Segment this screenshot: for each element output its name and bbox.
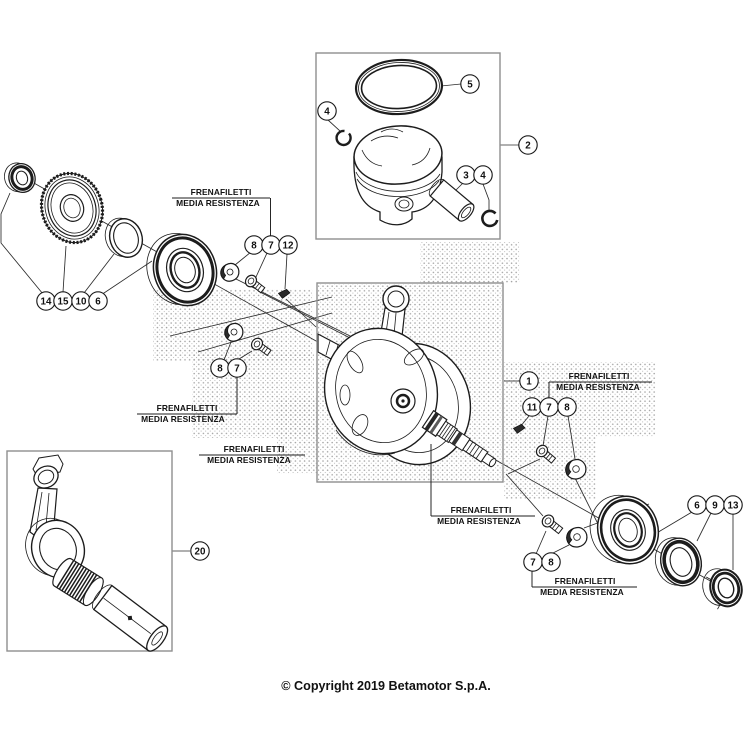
threadlocker-note: FRENAFILETTI MEDIA RESISTENZA xyxy=(137,377,238,424)
crankshaft-frame xyxy=(316,282,504,483)
callout-number: 13 xyxy=(728,500,739,511)
callout-number: 9 xyxy=(712,500,718,511)
bolt-drawing xyxy=(250,337,272,357)
threadlocker-note: FRENAFILETTI MEDIA RESISTENZA xyxy=(531,571,637,597)
note-line2: MEDIA RESISTENZA xyxy=(176,198,260,208)
callout-number: 7 xyxy=(546,402,552,413)
nut-drawing xyxy=(702,568,743,610)
callout-crankshaft: 1 xyxy=(519,371,539,391)
callout-main-bearing-right: 6 xyxy=(687,495,707,515)
callout-number: 2 xyxy=(525,140,531,151)
callout-number: 5 xyxy=(467,79,473,90)
callout-conrod-kit: 20 xyxy=(190,541,210,561)
piston-kit-group xyxy=(315,52,501,240)
note-line1: FRENAFILETTI xyxy=(451,505,512,515)
piston-drawing xyxy=(353,125,443,226)
spacer-washer-drawing xyxy=(104,217,144,258)
piston-kit-frame xyxy=(315,52,501,240)
threadlocker-note: FRENAFILETTI MEDIA RESISTENZA xyxy=(548,371,652,398)
bolt-drawing xyxy=(541,514,564,535)
note-line1: FRENAFILETTI xyxy=(569,371,630,381)
threadlocker-note: FRENAFILETTI MEDIA RESISTENZA xyxy=(172,187,271,236)
callout-piston-ring: 5 xyxy=(460,74,480,94)
lock-washer-drawing xyxy=(224,322,244,342)
callout-woodruff-key-right: 11 xyxy=(522,397,542,417)
lock-washer-drawing xyxy=(565,459,587,480)
crankshaft-drawing xyxy=(317,285,497,468)
woodruff-key-drawing xyxy=(277,288,291,299)
callout-bolt-mid: 7 xyxy=(227,358,247,378)
callout-spacer-washer: 10 xyxy=(71,291,91,311)
piston-ring-drawing xyxy=(354,58,444,116)
callout-number: 3 xyxy=(463,170,469,181)
halftone-texture xyxy=(153,242,656,499)
note-line2: MEDIA RESISTENZA xyxy=(141,414,225,424)
threadlocker-note: FRENAFILETTI MEDIA RESISTENZA xyxy=(430,444,535,526)
circlip-drawing xyxy=(481,209,499,228)
crank-pin-drawing xyxy=(92,584,169,652)
callout-lock-washer-upper: 8 xyxy=(244,235,264,255)
callout-oil-seal: 14 xyxy=(36,291,56,311)
circlip-drawing xyxy=(335,129,352,147)
main-bearing-left-drawing xyxy=(146,233,218,307)
callout-number: 7 xyxy=(530,557,536,568)
conrod-kit-frame xyxy=(6,450,173,652)
oil-seal-drawing xyxy=(4,162,36,194)
callout-number: 8 xyxy=(217,363,223,374)
callout-number: 4 xyxy=(324,106,330,117)
callout-wrist-pin: 3 xyxy=(456,165,476,185)
callout-piston-kit: 2 xyxy=(518,135,538,155)
callout-number: 8 xyxy=(251,240,257,251)
callout-lock-washer-lower: 8 xyxy=(541,552,561,572)
conrod-kit-group xyxy=(6,450,173,652)
callout-lock-washer-mid: 8 xyxy=(210,358,230,378)
callout-primary-gear: 15 xyxy=(53,291,73,311)
needle-cage-drawing xyxy=(52,557,104,607)
note-line1: FRENAFILETTI xyxy=(157,403,218,413)
callout-main-bearing-left: 6 xyxy=(88,291,108,311)
note-line1: FRENAFILETTI xyxy=(555,576,616,586)
callout-number: 8 xyxy=(548,557,554,568)
note-line2: MEDIA RESISTENZA xyxy=(437,516,521,526)
main-bearing-right-drawing xyxy=(589,494,660,565)
note-line1: FRENAFILETTI xyxy=(224,444,285,454)
callout-number: 8 xyxy=(564,402,570,413)
callout-bolt-lower: 7 xyxy=(523,552,543,572)
callout-circlip-upper: 4 xyxy=(317,101,337,121)
callout-number: 6 xyxy=(694,500,700,511)
note-line2: MEDIA RESISTENZA xyxy=(556,382,640,392)
bolt-drawing xyxy=(535,444,557,464)
callout-bolt-upper: 7 xyxy=(261,235,281,255)
callout-number: 7 xyxy=(268,240,274,251)
callout-number: 10 xyxy=(76,296,87,307)
note-line2: MEDIA RESISTENZA xyxy=(540,587,624,597)
callout-number: 12 xyxy=(283,240,294,251)
callout-number: 20 xyxy=(195,546,206,557)
primary-gear-drawing xyxy=(39,171,105,245)
wrist-pin-drawing xyxy=(428,178,475,222)
callout-woodruff-key-left: 12 xyxy=(278,235,298,255)
callout-number: 15 xyxy=(58,296,69,307)
note-line2: MEDIA RESISTENZA xyxy=(207,455,291,465)
callout-number: 7 xyxy=(234,363,240,374)
copyright-text: © Copyright 2019 Betamotor S.p.A. xyxy=(281,679,490,693)
callout-shaft-seal: 9 xyxy=(705,495,725,515)
callout-bolt-right: 7 xyxy=(539,397,559,417)
callout-number: 14 xyxy=(41,296,52,307)
lock-washer-drawing xyxy=(220,262,240,282)
callout-number: 4 xyxy=(480,170,486,181)
callout-number: 11 xyxy=(527,402,538,413)
callout-circlip-lower: 4 xyxy=(473,165,493,185)
callout-nut: 13 xyxy=(723,495,743,515)
callout-lock-washer-right: 8 xyxy=(557,397,577,417)
bolt-drawing xyxy=(244,274,266,294)
woodruff-key-drawing xyxy=(512,423,526,434)
shaft-seal-drawing xyxy=(654,537,703,587)
threadlocker-note: FRENAFILETTI MEDIA RESISTENZA xyxy=(199,444,305,465)
callout-number: 6 xyxy=(95,296,101,307)
lock-washer-drawing xyxy=(566,527,588,548)
callout-number: 1 xyxy=(526,376,532,387)
note-line1: FRENAFILETTI xyxy=(191,187,252,197)
